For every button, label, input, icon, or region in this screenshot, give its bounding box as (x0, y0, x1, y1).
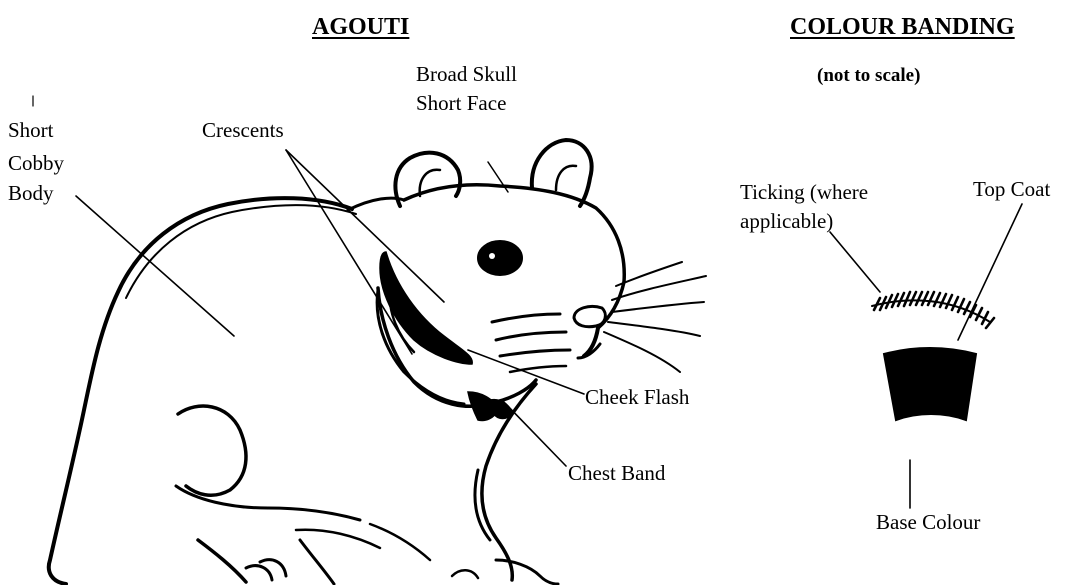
hind-foot (198, 540, 246, 582)
ticking-strokes (874, 292, 994, 328)
top-coat-pointer (958, 204, 1022, 340)
right-ear-inner (556, 166, 576, 190)
hamster-back-outline-2 (126, 205, 356, 298)
whisker (612, 302, 704, 312)
eye-highlight (489, 253, 495, 259)
hamster-haunch (178, 406, 246, 495)
whisker (608, 322, 700, 336)
belly-fur (296, 530, 380, 548)
hind-foot-2 (300, 540, 334, 584)
whisker (496, 332, 566, 340)
whisker (604, 332, 680, 372)
whisker (612, 276, 706, 300)
hamster-muzzle (598, 282, 624, 328)
hamster-belly (176, 486, 360, 520)
whisker (500, 350, 570, 356)
body-pointer (76, 196, 234, 336)
nose (574, 306, 605, 326)
base-colour-block (884, 348, 976, 420)
eye (478, 241, 522, 275)
whisker (492, 314, 560, 322)
chest-band-pointer (502, 400, 566, 466)
hamster-back-outline (49, 198, 352, 584)
ticking-pointer (830, 232, 880, 292)
front-paw-toe (452, 570, 478, 578)
belly-fur-2 (370, 524, 430, 560)
hind-foot-toes (246, 566, 272, 580)
front-paw (496, 560, 558, 584)
